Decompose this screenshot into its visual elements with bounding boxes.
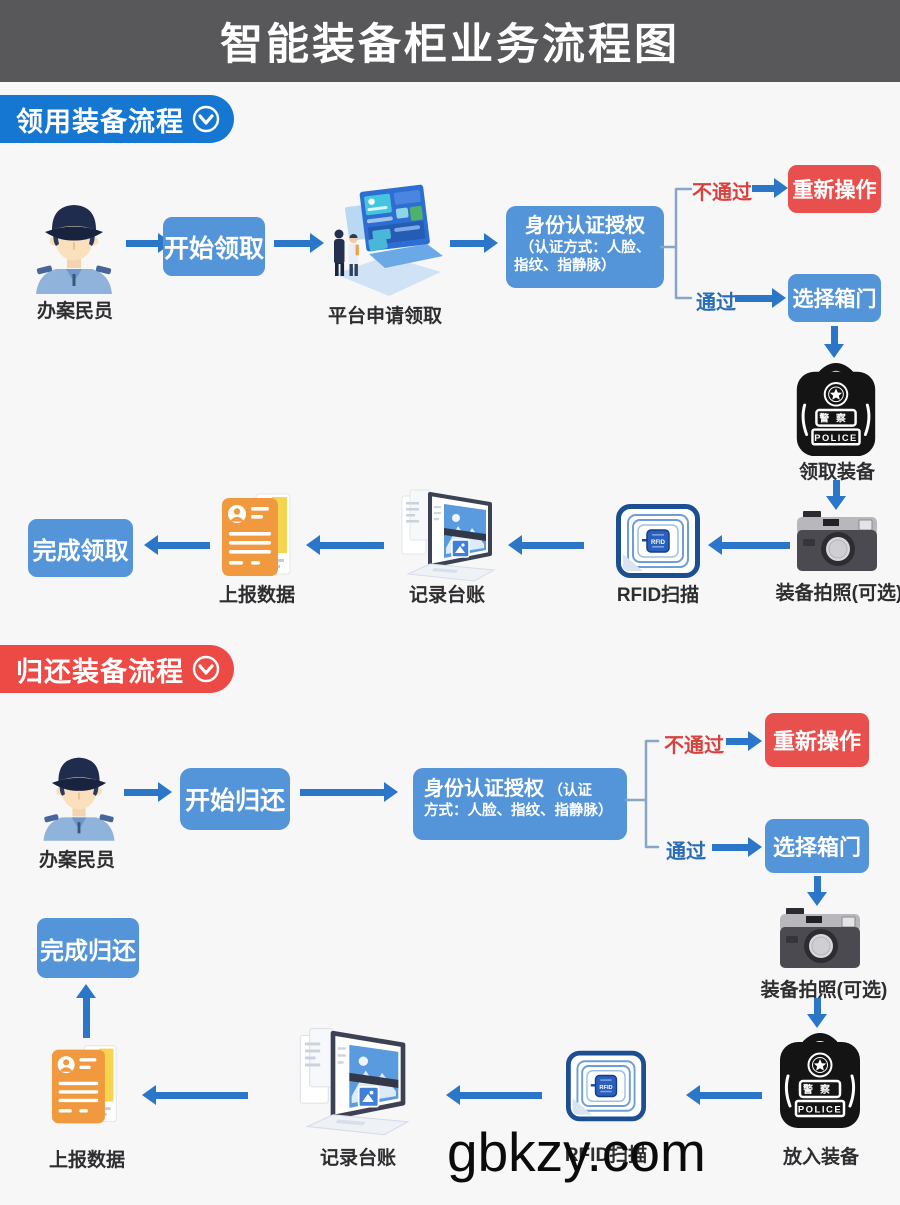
finish-return-box: 完成归还 [37, 918, 139, 978]
auth-sub2: 指纹、指静脉） [514, 258, 616, 275]
start-return-box: 开始归还 [180, 768, 290, 830]
rfid-label: RFID扫描 [616, 585, 700, 606]
photo-label: 装备拍照(可选) [760, 980, 888, 1001]
auth-sub1: （认证方式：人脸、 [519, 240, 651, 256]
auth-title: 身份认证授权 [525, 215, 645, 237]
flow-arrow [124, 782, 172, 802]
camera-icon [797, 511, 877, 571]
take-equipment-label: 领取装备 [798, 462, 876, 483]
branch-bracket [660, 187, 693, 300]
chevron-down-circle-icon [192, 105, 220, 133]
actor-label: 办案民员 [38, 850, 116, 871]
backpack-cn-text: 警察 [818, 412, 852, 425]
watermark: gbkzy.com [447, 1121, 706, 1183]
fail-branch-label: 不通过 [692, 182, 752, 204]
police-backpack-icon: 警察 POLICE [780, 1033, 860, 1128]
header-bar: 智能装备柜业务流程图 [0, 0, 900, 82]
flow-arrow [726, 731, 762, 751]
section2-badge: 归还装备流程 [0, 645, 234, 693]
flow-arrow [306, 535, 384, 555]
backpack-en-text: POLICE [814, 433, 857, 443]
rfid-chip-text: RFID [651, 540, 666, 546]
flow-arrow [508, 535, 584, 555]
photo-label: 装备拍照(可选) [775, 583, 900, 604]
finish-pickup-box: 完成领取 [28, 519, 133, 577]
pass-branch-label: 通过 [696, 292, 736, 314]
section1-badge-label: 领用装备流程 [16, 106, 184, 137]
auth-box: 身份认证授权 （认证方式：人脸、 指纹、指静脉） [506, 206, 664, 288]
auth-paren: （认证 [548, 783, 592, 799]
flow-arrow [76, 984, 96, 1038]
flow-arrow [142, 1085, 248, 1105]
auth-title: 身份认证授权 [424, 778, 544, 800]
flow-arrow [300, 782, 398, 802]
flow-arrow [824, 326, 844, 358]
section1-badge: 领用装备流程 [0, 95, 234, 143]
camera-icon [780, 908, 860, 968]
retry-box: 重新操作 [765, 713, 869, 767]
chevron-down-circle-icon [192, 655, 220, 683]
flow-arrow [735, 288, 786, 308]
flow-arrow [826, 480, 846, 510]
branch-bracket [625, 739, 660, 849]
rfid-chip-text: RFID [599, 1085, 612, 1091]
actor-label: 办案民员 [36, 301, 114, 322]
police-officer-icon [43, 757, 115, 841]
flow-arrow [686, 1085, 762, 1105]
flow-arrow [752, 178, 788, 198]
flow-arrow [144, 535, 210, 555]
laptop-ledger-icon [299, 1027, 410, 1136]
laptop-ledger-icon [401, 489, 496, 582]
put-equipment-label: 放入装备 [782, 1147, 860, 1168]
flow-arrow [807, 998, 827, 1028]
auth-box: 身份认证授权 （认证 方式：人脸、指纹、指静脉） [413, 768, 627, 840]
report-label: 上报数据 [48, 1150, 126, 1171]
flow-arrow [807, 876, 827, 906]
retry-box: 重新操作 [788, 165, 881, 213]
flow-arrow [450, 233, 498, 253]
report-document-icon [51, 1045, 117, 1124]
rfid-tag-icon: RFID [566, 1050, 646, 1122]
police-backpack-icon: 警察 POLICE [796, 362, 876, 457]
select-door-box: 选择箱门 [788, 274, 881, 322]
section2-badge-label: 归还装备流程 [16, 656, 184, 687]
report-label: 上报数据 [218, 585, 296, 606]
platform-terminal-icon [334, 184, 443, 296]
ledger-label: 记录台账 [408, 585, 486, 606]
flow-arrow [708, 535, 790, 555]
rfid-label: RFID扫描 [564, 1145, 648, 1166]
backpack-cn-text: 警察 [802, 1083, 837, 1096]
page-title: 智能装备柜业务流程图 [220, 21, 680, 69]
flow-arrow [446, 1085, 542, 1105]
auth-sub2: 方式：人脸、指纹、指静脉） [424, 803, 613, 819]
flow-arrow [274, 233, 324, 253]
pass-branch-label: 通过 [666, 841, 706, 863]
fail-branch-label: 不通过 [664, 735, 724, 757]
select-door-box: 选择箱门 [765, 819, 869, 873]
backpack-en-text: POLICE [798, 1105, 842, 1116]
flow-arrow [712, 837, 762, 857]
platform-label: 平台申请领取 [327, 306, 443, 327]
ledger-label: 记录台账 [319, 1148, 397, 1169]
start-pickup-box: 开始领取 [163, 217, 265, 276]
report-document-icon [222, 493, 291, 576]
police-officer-icon [36, 205, 112, 294]
rfid-tag-icon: RFID [616, 504, 700, 578]
